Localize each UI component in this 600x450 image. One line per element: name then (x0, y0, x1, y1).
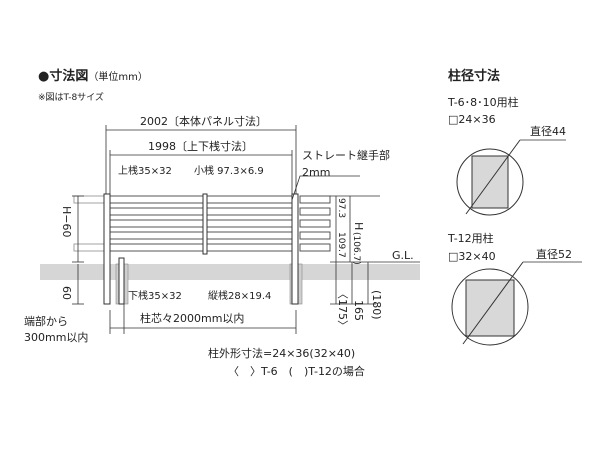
title-text: ●寸法図 (38, 69, 89, 84)
bottom-rail-label: 下桟35×32 (128, 291, 182, 302)
end-note-2: 300mm以内 (24, 331, 89, 344)
top-rail-label: 上桟35×32 (118, 166, 172, 177)
post-outer-label: 柱外形寸法=24×36(32×40) (208, 347, 356, 360)
post-pitch-label: 柱芯々2000mm以内 (140, 312, 245, 325)
joint-leader (291, 175, 360, 201)
ground-band (40, 264, 420, 280)
t6-diameter: 直径44 (530, 125, 566, 138)
post-legend-label: 〈 〉T-6 ( )T-12の場合 (228, 365, 365, 378)
posts (103, 193, 299, 305)
size-note: ※図はT-8サイズ (38, 93, 104, 103)
footing-b-label: 165 (352, 300, 365, 321)
vertical-rail-label: 縦桟28×19.4 (208, 291, 272, 302)
height-dimension-left (72, 195, 84, 305)
joint-label: ストレート継手部 (302, 149, 390, 162)
post-section-t12 (451, 261, 582, 346)
height-left-label: H−60 (60, 206, 73, 238)
post-pitch-dimension (109, 300, 297, 334)
t6-size: □24×36 (448, 113, 496, 126)
panel-width-label: 2002〔本体パネル寸法〕 (140, 115, 267, 128)
t6-label: T-6･8･10用柱 (448, 96, 519, 109)
t12-diameter: 直径52 (536, 248, 572, 261)
gl-label: G.L. (392, 249, 414, 262)
post-section-t6 (456, 139, 566, 216)
bottom-gap-b-label: (106.7) (351, 232, 361, 265)
footing-a-label: 〈175〉 (336, 288, 349, 331)
unit-text: （単位mm） (88, 72, 148, 83)
rail-width-label: 1998〔上下桟寸法〕 (148, 140, 253, 153)
joint-gap-label: 2mm (302, 166, 331, 179)
width-dimension-lines (105, 125, 297, 196)
slat-pitch-label: 97.3 (336, 198, 346, 219)
depth-60-label: 60 (60, 286, 73, 300)
post-section-title: 柱径寸法 (448, 69, 501, 84)
bottom-gap-a-label: 109.7 (336, 232, 346, 258)
height-right-label: H (352, 222, 365, 231)
t12-label: T-12用柱 (448, 232, 494, 245)
footing-c-label: (180) (370, 290, 383, 320)
height-dimension-right (330, 195, 420, 305)
drawing-title: ●寸法図（単位mm） (38, 70, 148, 83)
small-rail-label: 小桟 97.3×6.9 (194, 166, 264, 177)
end-note-1: 端部から (24, 315, 68, 328)
t12-size: □32×40 (448, 250, 496, 263)
